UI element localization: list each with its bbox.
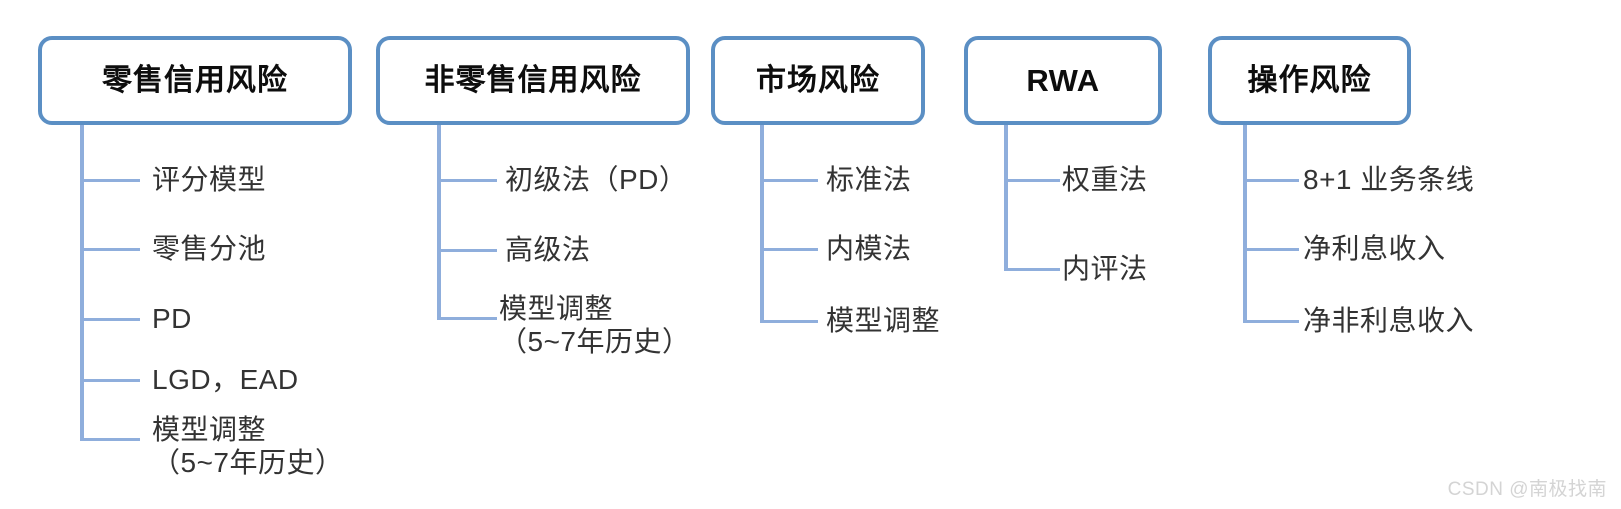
connector-branch-col1-0 — [80, 179, 140, 182]
connector-branch-col1-1 — [80, 248, 140, 251]
child-label-col1-3: LGD，EAD — [152, 364, 299, 395]
child-label-col5-2: 净非利息收入 — [1303, 305, 1475, 336]
child-label-col2-0: 初级法（PD） — [505, 164, 688, 195]
child-label-col5-1: 净利息收入 — [1303, 233, 1446, 264]
connector-branch-col1-2 — [80, 318, 140, 321]
connector-branch-col5-0 — [1243, 179, 1299, 182]
root-box-retail-credit-risk[interactable]: 零售信用风险 — [38, 36, 352, 125]
connector-trunk-col5 — [1243, 125, 1247, 323]
child-label-col2-2: 模型调整 （5~7年历史） — [499, 293, 691, 358]
connector-branch-col3-0 — [760, 179, 818, 182]
connector-branch-col3-2 — [760, 320, 818, 323]
child-label-col1-4: 模型调整 （5~7年历史） — [152, 414, 344, 479]
child-label-col1-2: PD — [152, 303, 192, 334]
root-label-operational-risk: 操作风险 — [1247, 63, 1372, 97]
child-label-col4-0: 权重法 — [1062, 164, 1148, 195]
child-label-col3-0: 标准法 — [826, 164, 912, 195]
connector-branch-col3-1 — [760, 248, 818, 251]
root-box-market-risk[interactable]: 市场风险 — [711, 36, 925, 125]
connector-branch-col2-1 — [437, 249, 497, 252]
child-label-col4-1: 内评法 — [1062, 253, 1148, 284]
child-label-col3-2: 模型调整 — [826, 305, 941, 336]
root-box-operational-risk[interactable]: 操作风险 — [1208, 36, 1411, 125]
csdn-watermark: CSDN @南极找南 — [1447, 479, 1607, 500]
child-label-col5-0: 8+1 业务条线 — [1303, 164, 1475, 195]
root-label-retail-credit-risk: 零售信用风险 — [102, 63, 288, 97]
connector-trunk-col1 — [80, 125, 84, 441]
connector-branch-col4-0 — [1004, 179, 1060, 182]
connector-branch-col1-4 — [80, 438, 140, 441]
root-box-rwa[interactable]: RWA — [964, 36, 1162, 125]
connector-branch-col5-1 — [1243, 248, 1299, 251]
connector-branch-col2-2 — [437, 317, 497, 320]
child-label-col1-1: 零售分池 — [152, 233, 267, 264]
connector-branch-col5-2 — [1243, 320, 1299, 323]
connector-trunk-col4 — [1004, 125, 1008, 271]
connector-branch-col4-1 — [1004, 268, 1060, 271]
root-box-non-retail-credit-risk[interactable]: 非零售信用风险 — [376, 36, 690, 125]
child-label-col3-1: 内模法 — [826, 233, 912, 264]
root-label-non-retail-credit-risk: 非零售信用风险 — [424, 63, 642, 97]
connector-trunk-col2 — [437, 125, 441, 320]
connector-trunk-col3 — [760, 125, 764, 323]
child-label-col2-1: 高级法 — [505, 234, 591, 265]
root-label-rwa: RWA — [1026, 63, 1100, 98]
connector-branch-col2-0 — [437, 179, 497, 182]
root-label-market-risk: 市场风险 — [756, 63, 880, 97]
child-label-col1-0: 评分模型 — [152, 164, 267, 195]
connector-branch-col1-3 — [80, 379, 140, 382]
